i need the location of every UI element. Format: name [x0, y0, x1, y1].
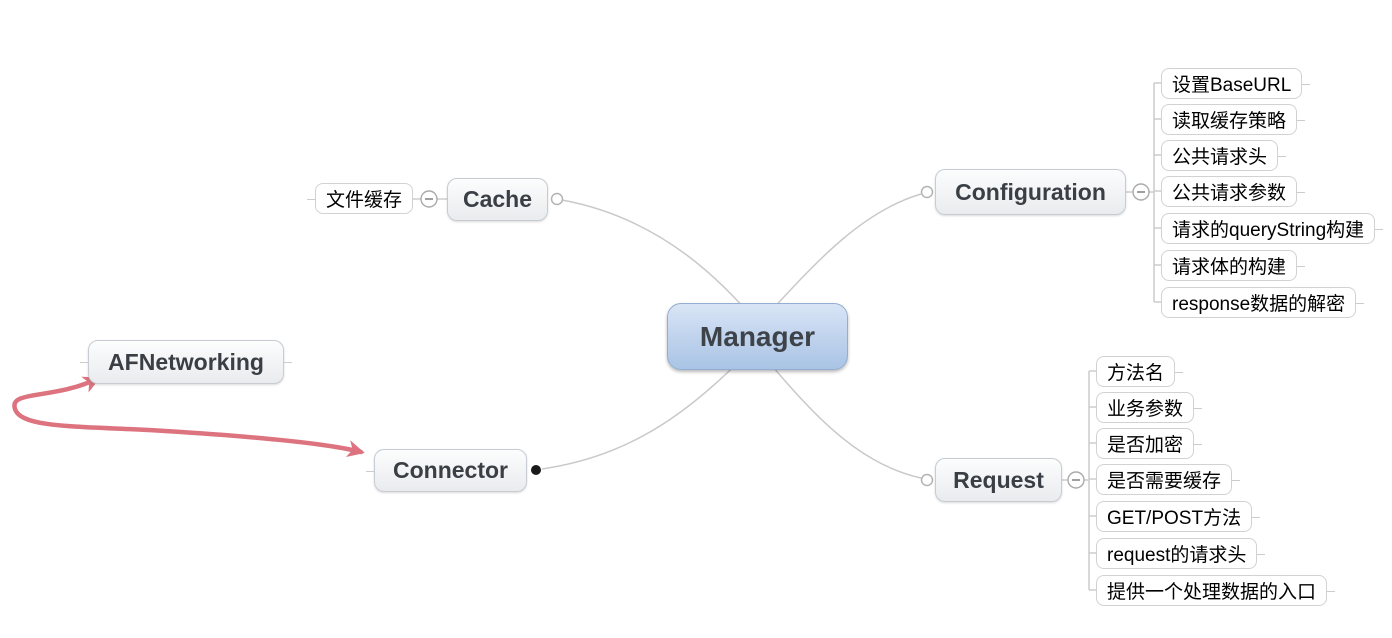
attach-dot-connector — [531, 465, 541, 475]
child-label: GET/POST方法 — [1107, 508, 1242, 529]
child-topic-config-6[interactable]: 请求体的构建 — [1161, 250, 1306, 281]
collapse-button-cache[interactable] — [420, 190, 438, 208]
relationship-arrow[interactable] — [12, 376, 365, 458]
topic-label: Request — [953, 466, 1044, 493]
topic-afnetworking[interactable]: AFNetworking — [80, 340, 292, 384]
child-topic-config-3[interactable]: 公共请求头 — [1161, 140, 1287, 171]
child-label: 设置BaseURL — [1172, 75, 1292, 96]
child-label: 请求体的构建 — [1172, 257, 1287, 278]
child-label: 文件缓存 — [326, 190, 403, 211]
child-label: response数据的解密 — [1172, 294, 1346, 315]
child-topic-request-7[interactable]: 提供一个处理数据的入口 — [1096, 575, 1336, 606]
collapse-button-configuration[interactable] — [1132, 183, 1150, 201]
child-topic-cache-1[interactable]: 文件缓存 — [306, 183, 414, 214]
child-label: 提供一个处理数据的入口 — [1107, 582, 1317, 603]
collapse-button-request[interactable] — [1067, 471, 1085, 489]
child-topic-config-7[interactable]: response数据的解密 — [1161, 287, 1365, 318]
child-label: 业务参数 — [1107, 399, 1184, 420]
topic-cache[interactable]: Cache — [447, 178, 548, 221]
attach-circle-configuration — [920, 185, 934, 199]
topic-request[interactable]: Request — [935, 458, 1062, 502]
child-label: 公共请求头 — [1172, 147, 1268, 168]
topic-label: Configuration — [955, 178, 1106, 205]
child-label: 方法名 — [1107, 363, 1165, 384]
child-topic-request-3[interactable]: 是否加密 — [1096, 428, 1203, 459]
child-topic-request-6[interactable]: request的请求头 — [1096, 538, 1266, 569]
child-label: 公共请求参数 — [1172, 183, 1287, 204]
root-topic-manager[interactable]: Manager — [667, 303, 848, 370]
child-topic-request-2[interactable]: 业务参数 — [1096, 392, 1203, 423]
topic-label: AFNetworking — [108, 348, 264, 375]
topic-connector[interactable]: Connector — [366, 449, 527, 492]
child-topic-request-4[interactable]: 是否需要缓存 — [1096, 464, 1241, 495]
child-topic-config-1[interactable]: 设置BaseURL — [1161, 68, 1311, 99]
child-topic-request-5[interactable]: GET/POST方法 — [1096, 501, 1261, 532]
attach-circle-request — [920, 473, 934, 487]
topic-configuration[interactable]: Configuration — [935, 169, 1126, 215]
root-topic-label: Manager — [699, 320, 816, 352]
topic-label: Connector — [393, 457, 508, 483]
attach-circle-cache — [550, 192, 564, 206]
child-topic-config-5[interactable]: 请求的queryString构建 — [1161, 213, 1384, 244]
child-label: 请求的queryString构建 — [1172, 220, 1365, 241]
child-topic-request-1[interactable]: 方法名 — [1096, 356, 1184, 387]
child-label: 读取缓存策略 — [1172, 111, 1287, 132]
child-topic-config-2[interactable]: 读取缓存策略 — [1161, 104, 1306, 135]
child-label: 是否需要缓存 — [1107, 471, 1222, 492]
child-topic-config-4[interactable]: 公共请求参数 — [1161, 176, 1306, 207]
topic-label: Cache — [462, 186, 533, 212]
child-label: request的请求头 — [1107, 545, 1247, 566]
child-label: 是否加密 — [1107, 435, 1184, 456]
